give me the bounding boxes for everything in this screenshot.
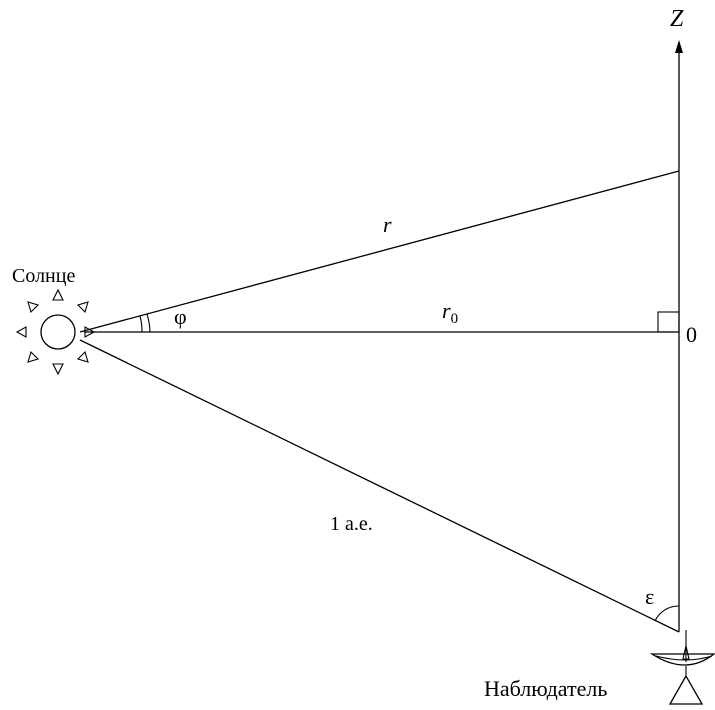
r-line bbox=[79, 170, 680, 333]
epsilon-arc bbox=[654, 605, 680, 622]
phi-arc-inner bbox=[139, 315, 143, 333]
r0-label: r0 bbox=[442, 298, 458, 327]
z-axis-arrow bbox=[675, 40, 683, 53]
origin-label: 0 bbox=[686, 322, 697, 347]
right-angle-marker bbox=[657, 311, 680, 333]
observer-label: Наблюдатель bbox=[484, 676, 607, 701]
z-axis-label: Z bbox=[670, 6, 684, 32]
r-label: r bbox=[383, 212, 392, 237]
au-line bbox=[79, 339, 680, 633]
sun-icon bbox=[15, 288, 96, 376]
sun-label: Солнце bbox=[12, 265, 75, 287]
phi-arc-outer bbox=[146, 313, 151, 333]
distance-label: 1 а.е. bbox=[330, 513, 373, 535]
phi-label: φ bbox=[174, 304, 187, 329]
telescope-icon bbox=[649, 630, 715, 705]
epsilon-label: ε bbox=[645, 584, 654, 609]
